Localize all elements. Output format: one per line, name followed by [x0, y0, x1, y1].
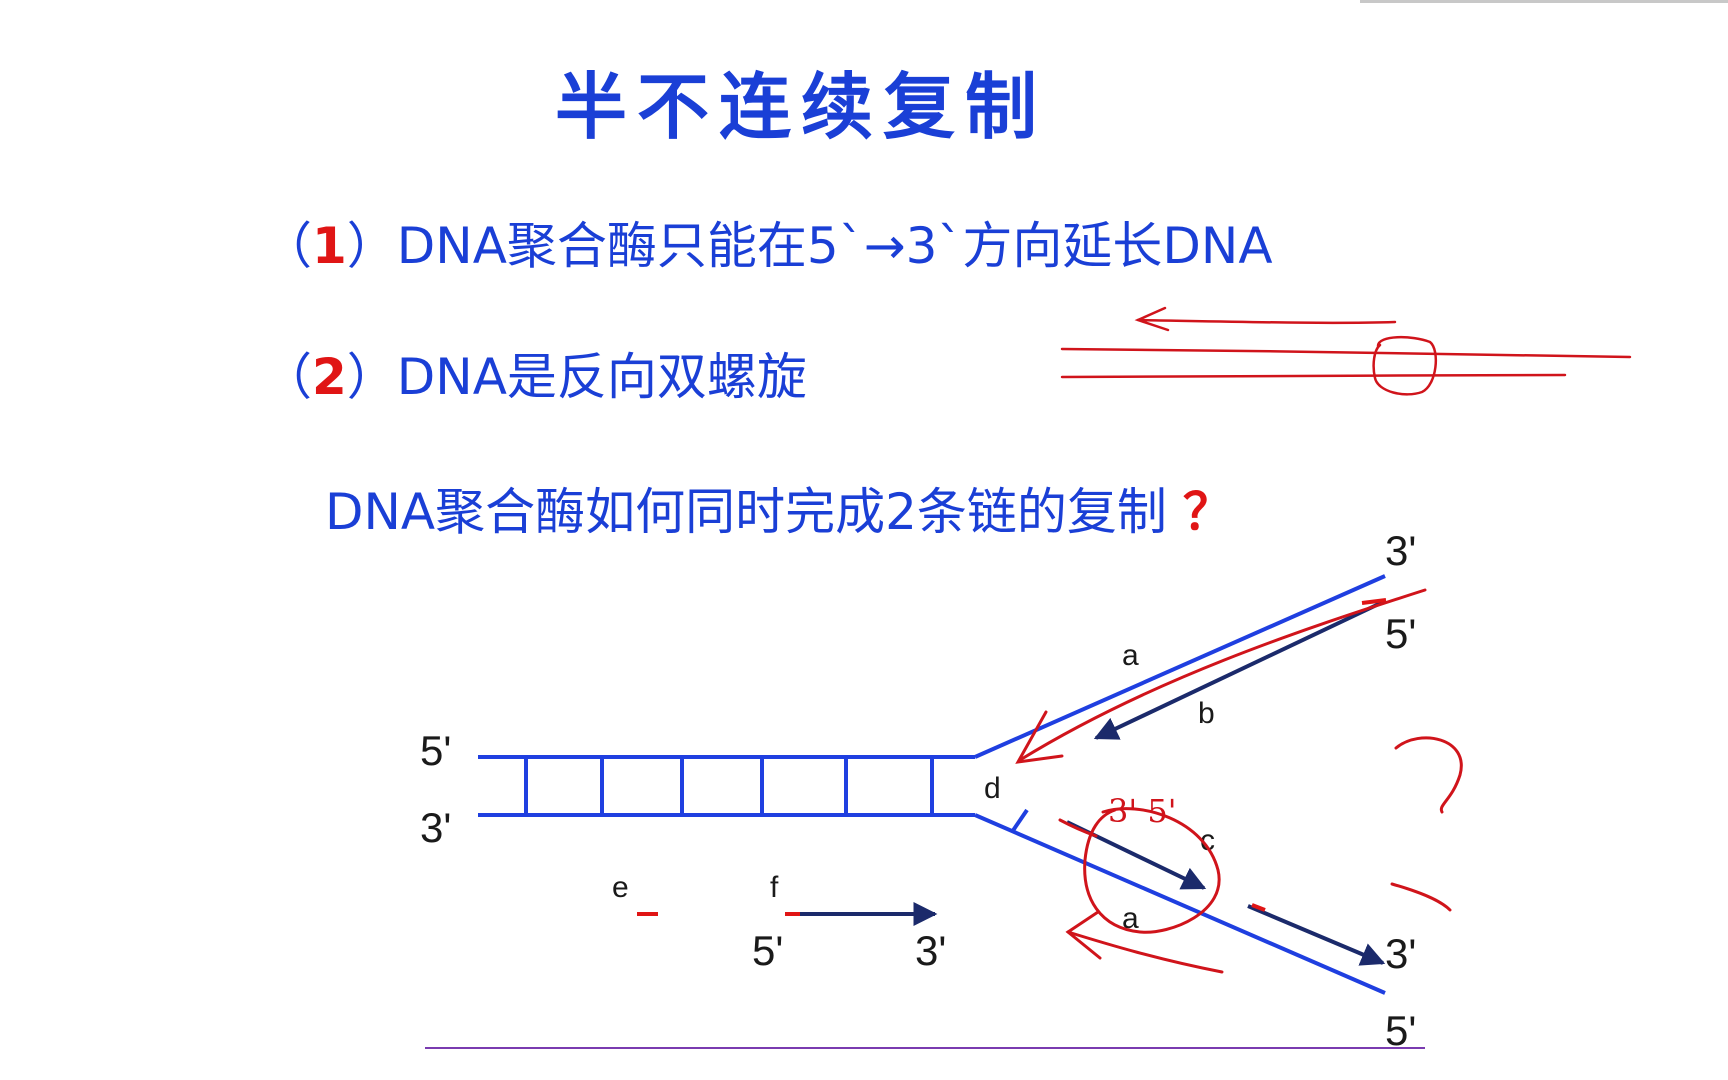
- label-left-bottom: 3': [420, 804, 451, 851]
- label-c: c: [1200, 824, 1215, 857]
- point-2-text: DNA是反向双螺旋: [396, 348, 807, 406]
- sketch-strand-bottom: [1060, 373, 1567, 379]
- handwritten-annotations: [1015, 588, 1463, 974]
- ink-circle: [1083, 807, 1221, 934]
- sketch-arrowhead: [1134, 306, 1170, 332]
- sketch-arrow-line: [1136, 318, 1397, 325]
- ink-tick: [1058, 818, 1098, 838]
- label-left-top: 5': [420, 727, 451, 774]
- label-a-upper: a: [1122, 639, 1139, 672]
- slide-title: 半不连续复制: [555, 64, 1048, 149]
- primers: [637, 598, 1387, 916]
- handwritten-antiparallel-sketch: [1060, 306, 1632, 396]
- legend-label-3prime: 3': [915, 927, 946, 974]
- ink-upper-arrowhead: [1015, 710, 1064, 764]
- label-lower-end-top: 3': [1385, 930, 1416, 977]
- primer-upper: [1361, 598, 1387, 605]
- sketch-strand-top: [1060, 347, 1632, 359]
- ink-question-curve: [1394, 736, 1463, 814]
- question-text: DNA聚合酶如何同时完成2条链的复制: [325, 483, 1183, 541]
- label-b: b: [1198, 697, 1215, 730]
- new-strands: [785, 600, 1386, 966]
- upper-fork-arm: [974, 574, 1386, 759]
- legend-label-5prime: 5': [752, 927, 783, 974]
- question-mark: ？: [1182, 483, 1233, 541]
- lower-fork-arm: [974, 813, 1386, 995]
- ink-stroke-right: [1390, 882, 1452, 912]
- point-2-close: ）: [346, 348, 397, 406]
- point-1: （1）DNA聚合酶只能在5`→3`方向延长DNA: [262, 206, 1273, 278]
- ink-upper-arrow-line: [1018, 588, 1427, 762]
- legend-label-f: f: [770, 871, 779, 904]
- question: DNA聚合酶如何同时完成2条链的复制 ？: [325, 472, 1233, 544]
- label-upper-end-top: 3': [1385, 527, 1416, 574]
- ink-lower-arrowhead: [1065, 910, 1102, 960]
- primer-lower: [1251, 903, 1266, 912]
- leading-strand-b: [1093, 600, 1384, 740]
- parental-duplex: [478, 574, 1386, 995]
- ink-lower-arrow-line: [1066, 930, 1224, 974]
- label-lower-end-bottom: 5': [1385, 1007, 1416, 1054]
- point-2-number: 2: [312, 348, 347, 406]
- label-upper-end-bottom: 5': [1385, 610, 1416, 657]
- label-a-lower: a: [1122, 902, 1139, 935]
- top-divider: [1360, 0, 1728, 3]
- fork-tick: [1010, 808, 1029, 834]
- okazaki-fragment-2: [1247, 904, 1386, 966]
- point-2: （2）DNA是反向双螺旋: [262, 337, 807, 409]
- label-fork-d: d: [984, 772, 1001, 805]
- point-2-open: （: [262, 348, 312, 406]
- point-1-number: 1: [312, 217, 347, 275]
- sketch-circle: [1372, 335, 1437, 396]
- point-1-close: ）: [346, 217, 397, 275]
- ink-handwriting-3-5: 3' 5': [1108, 792, 1176, 830]
- legend-label-e: e: [612, 871, 629, 904]
- point-1-text: DNA聚合酶只能在5`→3`方向延长DNA: [396, 217, 1273, 275]
- point-1-open: （: [262, 217, 312, 275]
